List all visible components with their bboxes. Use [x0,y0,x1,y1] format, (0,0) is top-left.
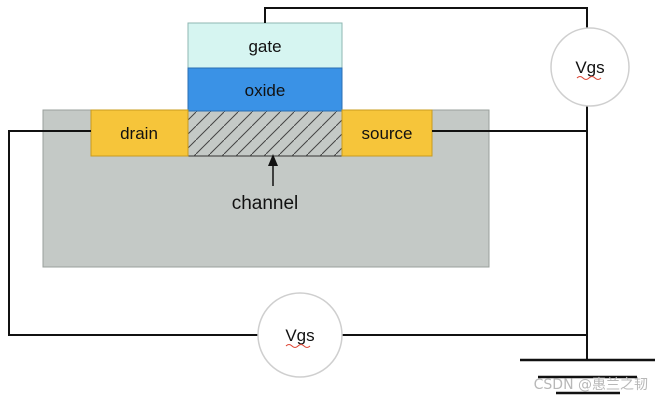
voltmeter-top: Vgs [550,27,630,107]
source-contact [341,109,433,157]
circuit-wires [8,7,588,360]
voltmeter-bottom-label: Vgs [285,326,314,345]
watermark-text: CSDN @惠兰之韧 [534,377,648,393]
voltmeter-top-label: Vgs [575,58,604,77]
channel-arrow [268,154,278,186]
drain-contact [90,109,189,157]
gate-label: gate [248,37,281,56]
ground-symbol [520,358,655,395]
source-label: source [361,124,412,143]
drain-label: drain [120,124,158,143]
oxide-label: oxide [245,81,286,100]
channel-region [187,110,343,157]
voltmeter-bottom: Vgs [257,292,343,378]
oxide-layer [187,67,343,112]
channel-label: channel [232,193,299,214]
